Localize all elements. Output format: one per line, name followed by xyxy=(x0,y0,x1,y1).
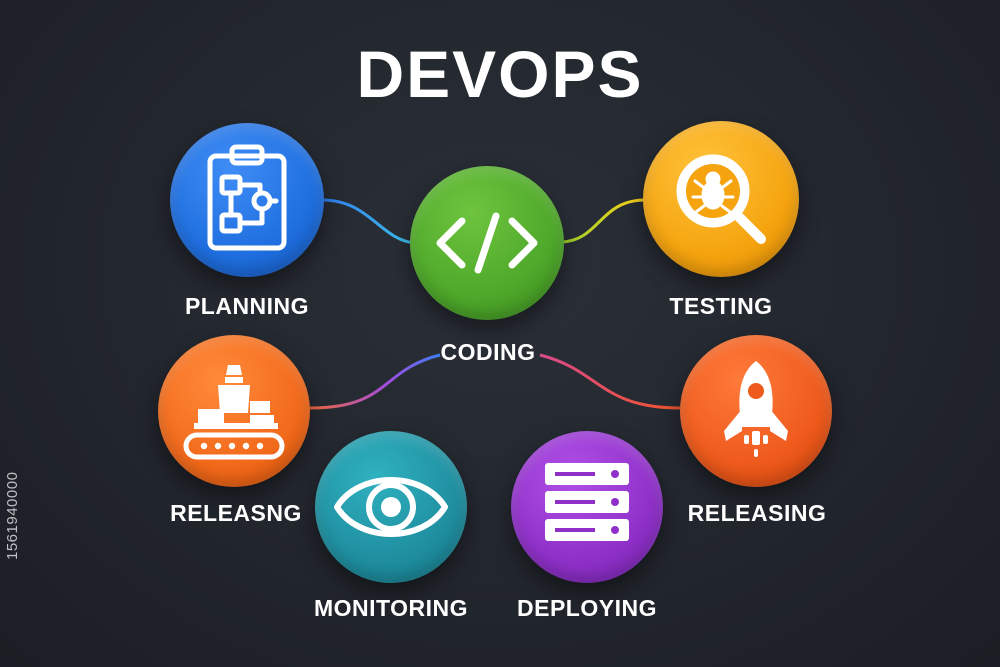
connector-releasing-coding xyxy=(309,353,441,410)
releasng-label: RELEASNG xyxy=(170,500,302,526)
monitoring-node[interactable] xyxy=(315,431,467,583)
page-title: DEVOPS xyxy=(356,37,644,111)
testing-label: TESTING xyxy=(669,293,773,319)
monitoring-label: MONITORING xyxy=(313,595,469,621)
testing-node[interactable] xyxy=(643,121,799,277)
server-stack-icon xyxy=(545,463,629,541)
releasng-node[interactable] xyxy=(158,335,310,487)
deploying-node[interactable] xyxy=(511,431,663,583)
planning-label: PLANNING xyxy=(184,293,310,319)
deploying-label: DEPLOYING xyxy=(517,595,657,621)
watermark-id: 1561940000 xyxy=(4,471,21,560)
code-brackets-icon xyxy=(436,212,538,274)
rocket-icon xyxy=(724,361,788,457)
eye-icon xyxy=(334,477,448,537)
releasing-node[interactable] xyxy=(680,335,832,487)
releasing-label: RELEASING xyxy=(687,500,827,526)
planning-node[interactable] xyxy=(170,123,324,277)
connector-coding-testing xyxy=(561,198,646,244)
coding-label: CODING xyxy=(440,339,536,365)
factory-conveyor-icon xyxy=(183,365,285,460)
connector-coding-releasing xyxy=(539,353,681,410)
clipboard-flowchart-icon xyxy=(207,144,287,251)
connector-planning-coding xyxy=(321,198,416,245)
coding-node[interactable] xyxy=(410,166,564,320)
bug-magnifier-icon xyxy=(676,154,766,244)
